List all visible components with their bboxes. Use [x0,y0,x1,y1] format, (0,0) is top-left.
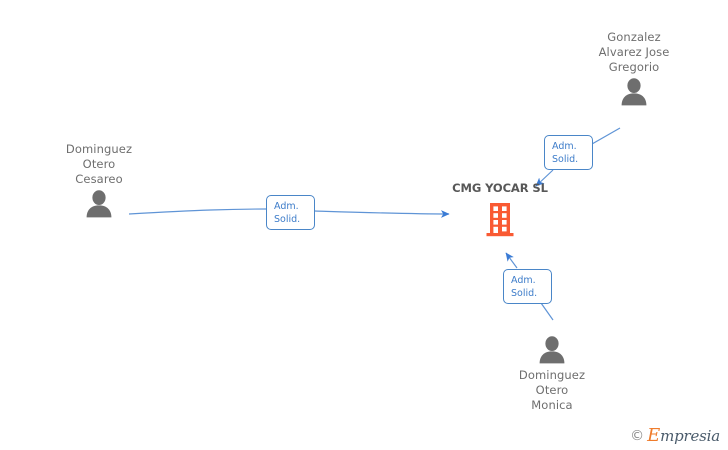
person-node-dominguez-otero-monica[interactable]: Dominguez Otero Monica [482,333,622,413]
person-icon [86,190,112,218]
brand-initial: E [647,425,661,446]
brand-wordmark: Empresia [647,425,720,446]
edge-gonzalez-top [591,127,621,145]
brand-rest: mpresia [660,427,720,445]
person-name-label: Dominguez Otero Cesareo [65,142,133,186]
person-node-gonzalez-alvarez-jose-gregorio[interactable]: Gonzalez Alvarez Jose Gregorio [564,30,704,107]
company-name-label: CMG YOCAR SL [452,181,548,195]
building-icon [486,203,514,237]
edge-monica-top [505,252,518,269]
relation-label-gonzalez[interactable]: Adm. Solid. [544,135,593,170]
company-node-cmg-yocar-sl[interactable]: CMG YOCAR SL [410,181,590,239]
person-node-dominguez-otero-cesareo[interactable]: Dominguez Otero Cesareo [29,142,169,219]
relation-label-monica[interactable]: Adm. Solid. [503,269,552,304]
empresia-watermark: © Empresia [630,425,720,446]
copyright-icon: © [630,428,645,444]
person-name-label: Gonzalez Alvarez Jose Gregorio [598,30,670,74]
person-name-label: Dominguez Otero Monica [518,368,586,412]
relation-label-cesareo[interactable]: Adm. Solid. [266,195,315,230]
person-icon [539,336,565,364]
edge-monica-bottom [540,302,554,321]
person-icon [621,78,647,106]
